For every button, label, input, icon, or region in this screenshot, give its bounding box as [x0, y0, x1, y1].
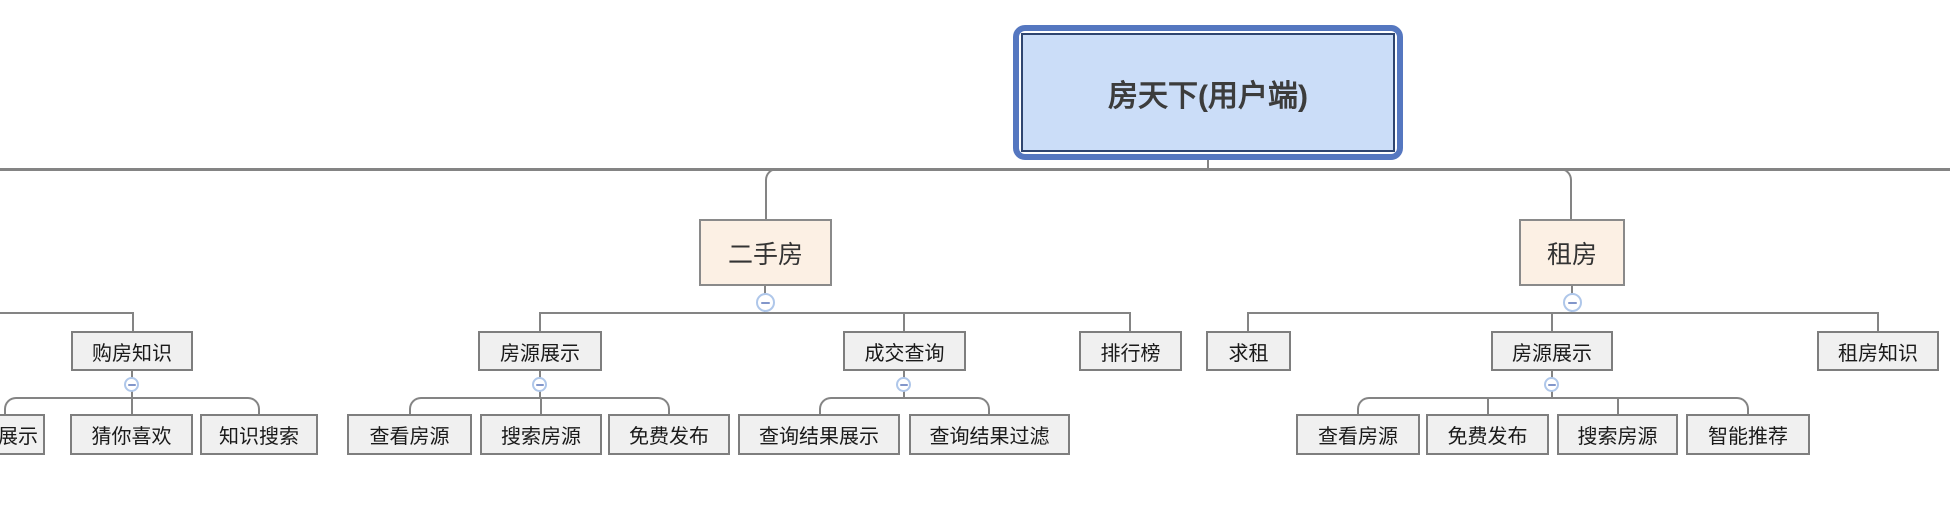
node-search-listings-1[interactable]: 搜索房源	[480, 414, 602, 455]
connector-elbow-secondhand	[765, 168, 781, 219]
node-secondhand-house[interactable]: 二手房	[699, 219, 832, 286]
collapse-icon[interactable]	[1544, 377, 1559, 392]
collapse-icon[interactable]	[124, 377, 139, 392]
minus-glyph	[127, 383, 136, 386]
connector-children-deal-query	[819, 397, 990, 414]
node-rent-seek[interactable]: 求租	[1206, 331, 1291, 371]
connector-root-stub	[1207, 155, 1209, 170]
node-query-result-filter[interactable]: 查询结果过滤	[909, 414, 1070, 455]
connector-stub	[903, 314, 905, 331]
node-root-fangtianxia[interactable]: 房天下(用户端)	[1013, 25, 1403, 160]
node-listing-display-1[interactable]: 房源展示	[478, 331, 602, 371]
node-free-post-2[interactable]: 免费发布	[1426, 414, 1549, 455]
connector-stub	[1487, 399, 1489, 414]
connector-level1-line	[0, 168, 1950, 171]
connector-children-secondhand	[539, 312, 1131, 331]
node-root-label: 房天下(用户端)	[1021, 33, 1395, 152]
collapse-icon[interactable]	[756, 293, 775, 312]
collapse-icon[interactable]	[896, 377, 911, 392]
node-deal-query[interactable]: 成交查询	[843, 331, 966, 371]
node-free-post-1[interactable]: 免费发布	[608, 414, 730, 455]
connector-children-listing-display-2	[1357, 397, 1749, 414]
minus-glyph	[899, 383, 908, 386]
node-display-cut[interactable]: 展示	[0, 414, 45, 455]
connector-children-listing-display-1	[409, 397, 670, 414]
node-view-listings-1[interactable]: 查看房源	[347, 414, 472, 455]
node-rent-house[interactable]: 租房	[1519, 219, 1625, 286]
node-view-listings-2[interactable]: 查看房源	[1296, 414, 1420, 455]
connector-children-offscreen-branch	[0, 312, 134, 331]
connector-stub	[131, 399, 133, 414]
node-listing-display-2[interactable]: 房源展示	[1491, 331, 1613, 371]
connector-elbow-rent	[1556, 168, 1572, 219]
minus-glyph	[1547, 383, 1556, 386]
node-search-listings-2[interactable]: 搜索房源	[1557, 414, 1678, 455]
connector-stub	[1551, 314, 1553, 331]
minus-glyph	[1568, 301, 1577, 304]
collapse-icon[interactable]	[1563, 293, 1582, 312]
connector-stub	[540, 399, 542, 414]
node-ranking[interactable]: 排行榜	[1079, 331, 1182, 371]
connector-children-buying-knowledge	[4, 397, 260, 414]
collapse-icon[interactable]	[532, 377, 547, 392]
connector-children-rent	[1247, 312, 1879, 331]
connector-stub	[1617, 399, 1619, 414]
node-smart-recommend[interactable]: 智能推荐	[1686, 414, 1810, 455]
minus-glyph	[761, 301, 770, 304]
node-query-result-display[interactable]: 查询结果展示	[738, 414, 900, 455]
node-knowledge-search[interactable]: 知识搜索	[200, 414, 318, 455]
minus-glyph	[535, 383, 544, 386]
node-guess-you-like[interactable]: 猜你喜欢	[70, 414, 193, 455]
node-rent-knowledge[interactable]: 租房知识	[1817, 331, 1939, 371]
node-buying-knowledge[interactable]: 购房知识	[71, 331, 193, 371]
